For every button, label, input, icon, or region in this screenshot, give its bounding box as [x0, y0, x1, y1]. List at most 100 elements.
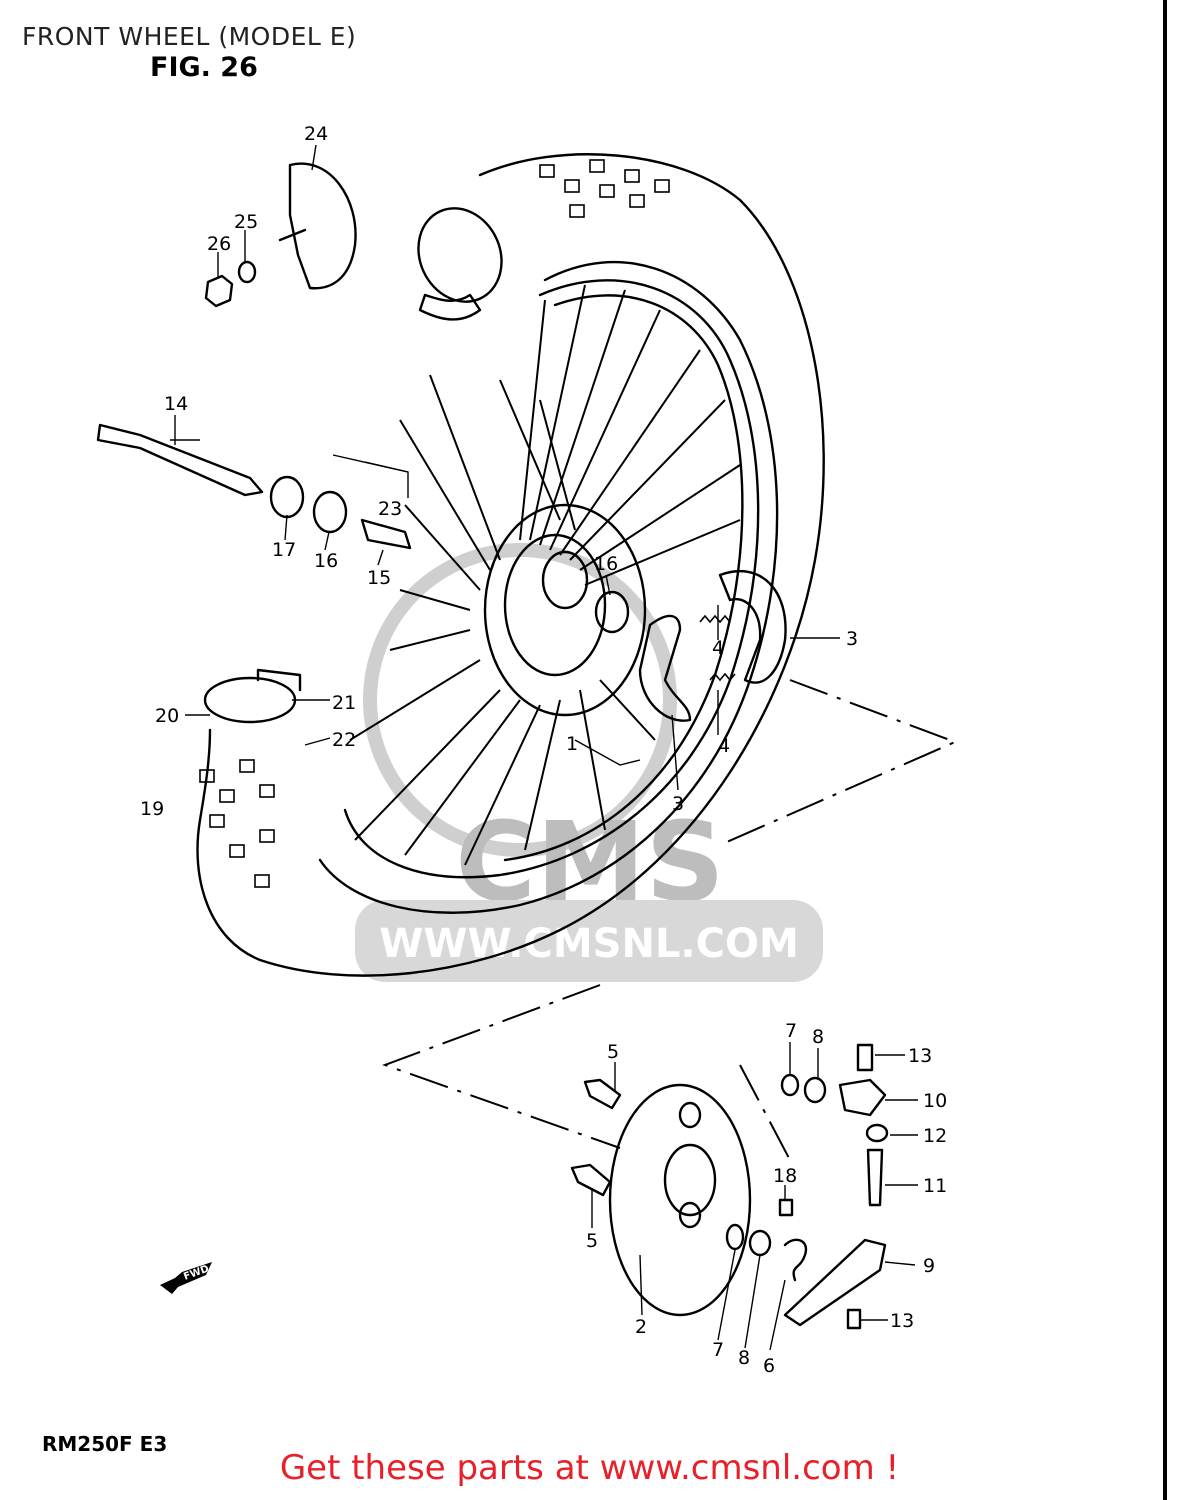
tire-cut-end-bottom: [203, 676, 297, 724]
washer-8-upper: [803, 1076, 827, 1104]
callout-16-hub: 16: [594, 553, 618, 575]
tire-outline: [196, 153, 825, 977]
spokes: [349, 284, 741, 866]
washer-8-lower: [748, 1229, 772, 1257]
cam-lever: [783, 1238, 887, 1327]
wheel-hub: [483, 503, 647, 717]
callout-17: 17: [272, 539, 296, 561]
inner-tube-top: [418, 293, 482, 321]
callout-4-lower: 4: [718, 735, 730, 757]
axle-assembly: [96, 423, 412, 550]
callout-26: 26: [207, 233, 231, 255]
fwd-arrow-shape: [160, 1262, 212, 1294]
brake-shoes: [638, 569, 787, 722]
watermark-url: WWW.CMSNL.COM: [379, 921, 799, 967]
nut-12: [865, 1123, 889, 1143]
callout-9: 9: [923, 1255, 935, 1277]
callout-6: 6: [763, 1355, 775, 1377]
front-axle: [96, 423, 264, 497]
buy-parts-link[interactable]: Get these parts at www.cmsnl.com !: [279, 1448, 900, 1488]
adjuster-bolt-11: [866, 1148, 884, 1207]
panel-screw: [778, 1198, 794, 1217]
brake-panel-assembly: [570, 1043, 889, 1330]
callout-5-lower: 5: [586, 1230, 598, 1252]
callout-12: 12: [923, 1125, 947, 1147]
anchor-bolt-upper: [583, 1078, 622, 1110]
inner-tube-bottom: [256, 668, 302, 692]
model-code: RM250F E3: [42, 1432, 168, 1456]
projection-line-side: [739, 1064, 791, 1161]
guard-nut: [204, 274, 234, 308]
callout-21: 21: [332, 692, 356, 714]
callout-labels: 24 25 26 14 23 17 16 15 16 4 3 21 20 22 …: [140, 123, 947, 1377]
tire: [196, 153, 825, 977]
panel-boss-upper: [678, 1101, 702, 1129]
hub-body: [503, 533, 607, 677]
callout-16-left: 16: [314, 550, 338, 572]
callout-10: 10: [923, 1090, 947, 1112]
projection-line-upper: [719, 679, 958, 846]
panel-center: [663, 1143, 717, 1217]
callout-11: 11: [923, 1175, 947, 1197]
callout-22: 22: [332, 729, 356, 751]
brake-spring-upper: [699, 614, 731, 624]
hub-flange: [483, 503, 647, 717]
figure-number: FIG. 26: [150, 52, 258, 83]
callout-24: 24: [304, 123, 328, 145]
callout-4-upper: 4: [712, 637, 724, 659]
callout-13-lower: 13: [890, 1310, 914, 1332]
tread-blocks-top: [539, 159, 670, 218]
tire-inner-edge: [318, 260, 779, 914]
callout-7-upper: 7: [785, 1020, 797, 1042]
panel-boss-lower: [678, 1201, 702, 1229]
callout-8-upper: 8: [812, 1026, 824, 1048]
projection-lines: [382, 679, 958, 1161]
washer-7-lower: [725, 1223, 745, 1251]
disc-guard-assembly: [204, 162, 357, 308]
callout-18: 18: [773, 1165, 797, 1187]
cable-holder: [838, 1078, 887, 1117]
leader-lines: [170, 144, 918, 1351]
right-border-divider: [1163, 0, 1167, 1500]
watermark-emblem: [363, 543, 677, 857]
callout-20: 20: [155, 705, 179, 727]
brake-shoe-upper: [718, 569, 787, 684]
callout-5-upper: 5: [607, 1041, 619, 1063]
hub-bearing-16: [594, 590, 630, 634]
callout-23: 23: [378, 498, 402, 520]
axle-bearing: [312, 490, 348, 534]
callout-2: 2: [635, 1316, 647, 1338]
projection-line-lower: [382, 984, 621, 1149]
callout-25: 25: [234, 211, 258, 233]
distance-collar: [360, 518, 412, 550]
forward-arrow: FWD: [160, 1262, 212, 1294]
disc-guard: [288, 162, 357, 290]
rim-inner: [503, 294, 744, 862]
return-spring: [783, 1238, 808, 1282]
callout-14: 14: [164, 393, 188, 415]
guard-bolt: [278, 228, 307, 242]
callout-19: 19: [140, 798, 164, 820]
hub-bore: [541, 550, 589, 610]
callout-8-lower: 8: [738, 1347, 750, 1369]
guard-washer: [237, 260, 257, 284]
axle-spacer: [269, 475, 305, 519]
callout-15: 15: [367, 567, 391, 589]
page-title: FRONT WHEEL (MODEL E): [22, 22, 357, 51]
callout-3-right: 3: [846, 628, 858, 650]
brake-shoe-lower: [638, 614, 692, 722]
brake-spring-lower: [709, 672, 736, 682]
fwd-arrow-text: FWD: [182, 1264, 210, 1283]
callout-1: 1: [566, 733, 578, 755]
holder-bolt-top: [856, 1043, 874, 1072]
brake-panel: [608, 1083, 752, 1317]
lever-bolt: [846, 1308, 862, 1330]
callout-3-lower: 3: [672, 793, 684, 815]
callout-13-upper: 13: [908, 1045, 932, 1067]
anchor-bolt-lower: [570, 1163, 612, 1197]
callout-7-lower: 7: [712, 1339, 724, 1361]
washer-7-upper: [780, 1073, 800, 1097]
tread-blocks-bottom: [199, 759, 275, 888]
tire-cut-end-top: [417, 207, 503, 303]
